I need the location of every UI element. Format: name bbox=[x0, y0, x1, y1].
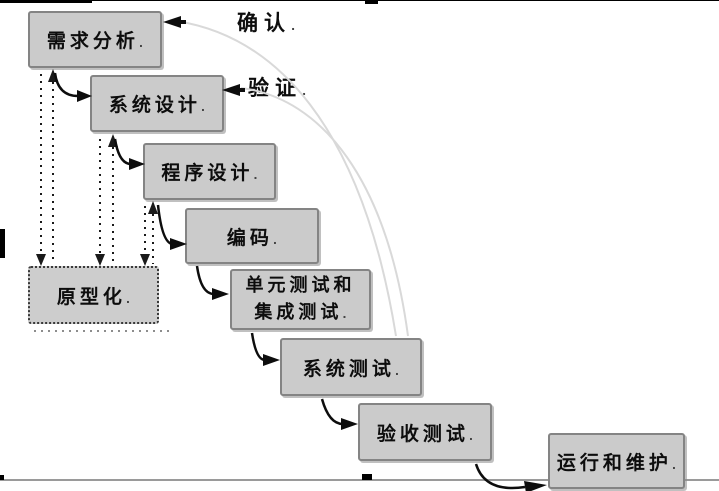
label-punct: . bbox=[125, 292, 131, 306]
box-system-design-label: 系统设计 bbox=[108, 94, 201, 116]
box-acceptance-testing-label: 验收测试 bbox=[376, 422, 469, 445]
confirm-arrowhead-icon bbox=[163, 16, 186, 28]
bottom-left-mark bbox=[0, 475, 4, 480]
box-requirements-analysis: 需求分析. bbox=[28, 11, 162, 68]
box-system-testing-label: 系统测试 bbox=[302, 357, 395, 380]
flow-arrow-requirements-to-system-design bbox=[53, 72, 92, 102]
bottom-border-blob bbox=[362, 474, 372, 480]
box-system-testing: 系统测试. bbox=[280, 338, 422, 396]
label-punct: . bbox=[394, 364, 400, 378]
box-program-design-label: 程序设计 bbox=[161, 162, 254, 184]
flow-arrow-program-design-to-coding bbox=[156, 204, 187, 250]
box-integration-testing-line2: 集成测试 bbox=[254, 301, 343, 323]
top-border-blob bbox=[365, 0, 378, 4]
dashed-link-requirements-down bbox=[36, 74, 46, 266]
label-punct: . bbox=[272, 233, 278, 247]
dashed-link-system-design-down bbox=[95, 139, 105, 266]
flow-arrow-coding-to-unit-testing bbox=[195, 265, 229, 300]
verify-arrowhead-icon bbox=[222, 84, 245, 96]
label-punct: . bbox=[671, 458, 677, 472]
box-requirements-label: 需求分析 bbox=[46, 30, 139, 52]
box-coding: 编码. bbox=[185, 208, 319, 264]
label-punct: . bbox=[468, 429, 474, 443]
flow-arrow-acceptance-to-operation bbox=[474, 463, 547, 491]
label-punct: . bbox=[138, 37, 144, 50]
left-edge-mark bbox=[0, 229, 5, 258]
confirm-label: 确认. bbox=[237, 7, 295, 37]
dashed-link-requirements-up bbox=[48, 69, 58, 264]
label-punct: . bbox=[302, 85, 307, 98]
label-punct: . bbox=[342, 307, 347, 321]
box-prototyping: 原型化. bbox=[28, 266, 159, 324]
label-punct: . bbox=[291, 20, 296, 33]
label-punct: . bbox=[253, 169, 258, 182]
box-prototyping-label: 原型化 bbox=[56, 285, 126, 308]
flow-arrow-system-testing-to-acceptance bbox=[320, 398, 358, 430]
bottom-border-line bbox=[0, 479, 719, 481]
box-unit-integration-testing: 单元测试和 集成测试. bbox=[230, 269, 371, 330]
flow-arrow-unit-testing-to-system-testing bbox=[250, 332, 280, 366]
confirm-text: 确认 bbox=[237, 11, 291, 35]
verify-label: 验证. bbox=[248, 72, 306, 102]
box-system-design: 系统设计. bbox=[90, 75, 224, 132]
box-unit-testing-line1: 单元测试和 bbox=[245, 275, 356, 297]
box-coding-label: 编码 bbox=[226, 226, 273, 249]
box-program-design: 程序设计. bbox=[143, 143, 276, 200]
verify-text: 验证 bbox=[248, 76, 302, 100]
box-acceptance-testing: 验收测试. bbox=[358, 403, 492, 461]
label-punct: . bbox=[200, 101, 206, 114]
dashed-link-program-design-down bbox=[140, 206, 150, 266]
box-operation-maintenance: 运行和维护. bbox=[548, 433, 685, 489]
box-operation-maintenance-label: 运行和维护 bbox=[556, 451, 672, 474]
top-border-line bbox=[0, 0, 719, 1]
dashed-link-system-design-up bbox=[108, 134, 118, 264]
dashed-link-program-design-up bbox=[148, 201, 158, 264]
flow-arrow-system-design-to-program-design bbox=[113, 138, 145, 170]
top-border-segment bbox=[0, 0, 92, 3]
